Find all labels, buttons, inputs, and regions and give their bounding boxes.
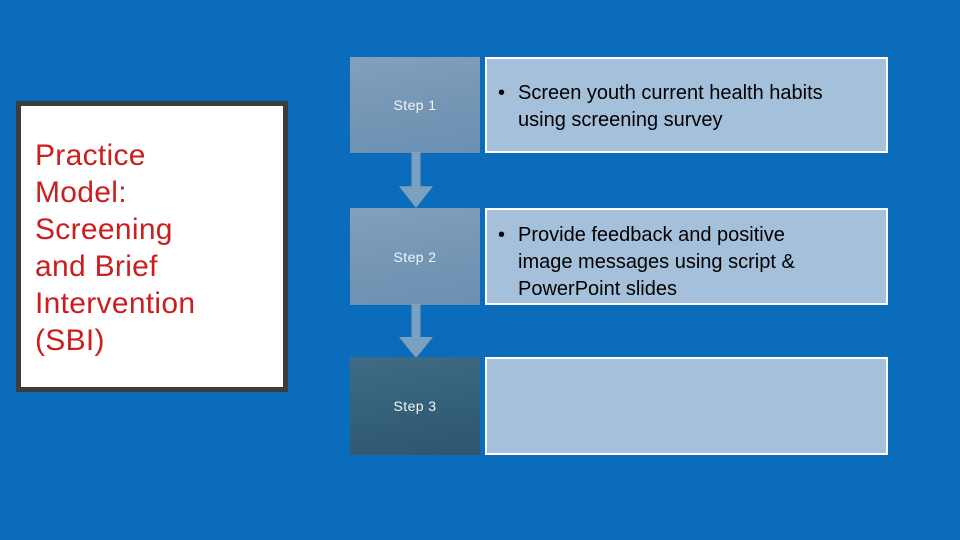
step-2-label: Step 2 [350,208,480,305]
step-1-text: Screen youth current health habits using… [518,80,823,134]
title-panel: Practice Model: Screening and Brief Inte… [16,101,288,392]
process-step-row-2: Step 2 • Provide feedback and positive i… [350,208,888,305]
slide-title: Practice Model: Screening and Brief Inte… [21,106,283,359]
title-line: Intervention [35,287,196,320]
step-2-content-box: • Provide feedback and positive image me… [485,208,888,305]
step-2-text-line: image messages using script & [518,251,795,273]
step-1-text-line: Screen youth current health habits [518,82,823,104]
step-1-text-line: using screening survey [518,109,723,131]
step-2-text: Provide feedback and positive image mess… [518,222,795,303]
bullet-icon: • [498,82,506,104]
step-3-label: Step 3 [350,357,480,455]
title-line: Practice [35,139,146,172]
step-3-content-box [485,357,888,455]
step-2-text-line: Provide feedback and positive [518,224,785,246]
step-2-text-line: PowerPoint slides [518,278,677,300]
title-line: Screening [35,213,173,246]
title-line: (SBI) [35,324,105,357]
step-1-content-box: • Screen youth current health habits usi… [485,57,888,153]
bullet-icon: • [498,224,506,246]
down-arrow-icon [398,304,434,358]
process-step-row-3: Step 3 [350,357,888,455]
title-line: and Brief [35,250,158,283]
down-arrow-icon [398,152,434,208]
process-step-row-1: Step 1 • Screen youth current health hab… [350,57,888,153]
step-1-label: Step 1 [350,57,480,153]
title-line: Model: [35,176,127,209]
